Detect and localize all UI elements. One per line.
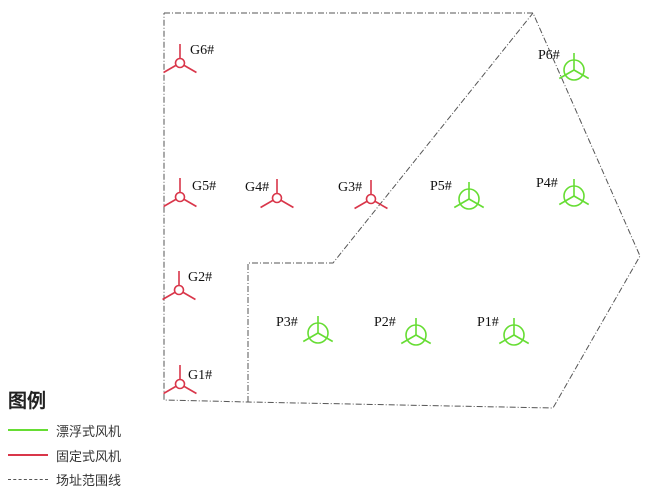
turbine-label: P1# <box>477 315 499 330</box>
fixed-turbine: G5# <box>163 178 216 208</box>
floating-turbine-icon <box>453 182 485 210</box>
turbine-label: P6# <box>538 48 560 63</box>
fixed-turbine-icon <box>162 271 196 301</box>
floating-line-icon <box>8 429 48 431</box>
floating-turbine-icon <box>558 53 590 81</box>
fixed-turbine-icon <box>163 44 197 74</box>
fixed-turbine-icon <box>260 179 294 209</box>
site-boundary <box>163 12 641 409</box>
legend-label: 场址范围线 <box>56 473 122 489</box>
fixed-turbine-icon <box>163 365 197 395</box>
floating-turbine: P5# <box>430 179 485 210</box>
legend-label: 漂浮式风机 <box>56 424 122 440</box>
fixed-turbine-icon <box>354 180 388 210</box>
floating-turbine: P2# <box>374 315 432 346</box>
floating-turbine: P3# <box>276 315 334 344</box>
legend-item-floating: 漂浮式风机 <box>8 420 121 440</box>
floating-turbine-icon <box>302 316 334 344</box>
turbine-label: P4# <box>536 176 558 191</box>
fixed-turbine-icon <box>163 178 197 208</box>
legend-title: 图例 <box>8 390 47 412</box>
legend-item-boundary: 场址范围线 <box>8 469 121 489</box>
fixed-turbine: G6# <box>163 43 214 74</box>
fixed-turbine: G4# <box>245 179 294 209</box>
turbine-label: G1# <box>188 368 212 383</box>
turbine-label: G3# <box>338 180 362 195</box>
turbine-label: G2# <box>188 270 212 285</box>
floating-turbine: P6# <box>538 48 590 81</box>
floating-turbine-icon <box>498 318 530 346</box>
turbine-label: G6# <box>190 43 214 58</box>
legend-label: 固定式风机 <box>56 449 122 465</box>
turbine-label: G4# <box>245 180 269 195</box>
floating-turbine: P1# <box>477 315 530 346</box>
boundary-line-icon <box>8 478 48 480</box>
turbine-label: P5# <box>430 179 452 194</box>
turbine-label: G5# <box>192 179 216 194</box>
turbine-label: P2# <box>374 315 396 330</box>
fixed-turbine: G1# <box>163 365 212 395</box>
turbine-label: P3# <box>276 315 298 330</box>
fixed-turbine: G3# <box>338 180 388 210</box>
fixed-line-icon <box>8 454 48 456</box>
floating-turbine-icon <box>558 179 590 207</box>
floating-turbine-icon <box>400 318 432 346</box>
legend-item-fixed: 固定式风机 <box>8 445 121 465</box>
floating-turbine: P4# <box>536 176 590 207</box>
fixed-turbine: G2# <box>162 270 212 301</box>
